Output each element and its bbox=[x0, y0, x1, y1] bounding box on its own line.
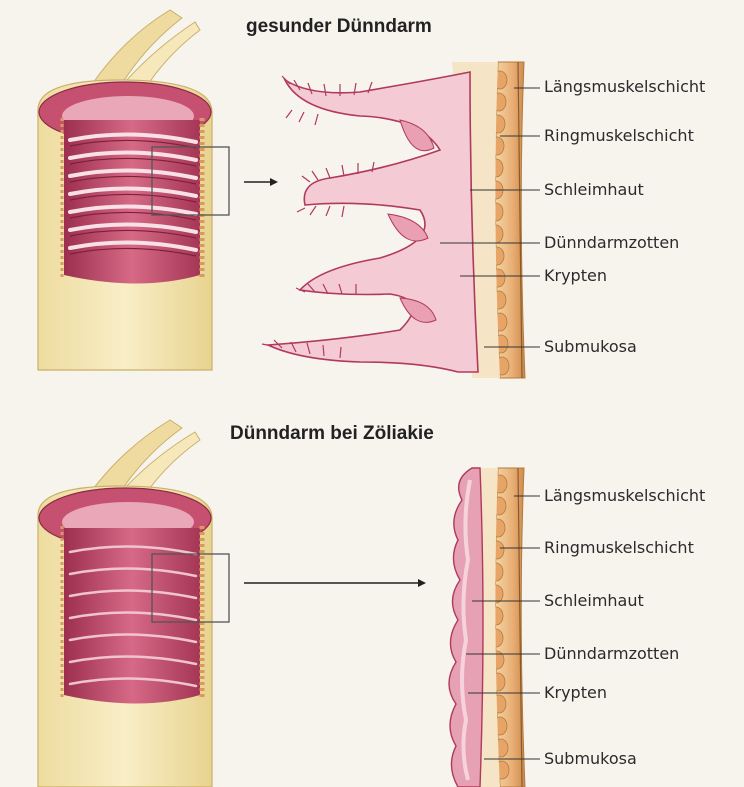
label-submukosa-celiac: Submukosa bbox=[544, 749, 637, 768]
celiac-wall-section bbox=[449, 468, 525, 787]
healthy-title: gesunder Dünndarm bbox=[246, 16, 432, 38]
label-zotten-healthy: Dünndarmzotten bbox=[544, 233, 679, 252]
label-laengsmuskel-celiac: Längsmuskelschicht bbox=[544, 486, 705, 505]
label-schleimhaut-celiac: Schleimhaut bbox=[544, 591, 644, 610]
label-ringmuskel-healthy: Ringmuskelschicht bbox=[544, 126, 694, 145]
celiac-intestine-tube bbox=[38, 420, 229, 787]
label-schleimhaut-healthy: Schleimhaut bbox=[544, 180, 644, 199]
healthy-intestine-tube bbox=[38, 10, 229, 370]
label-krypten-healthy: Krypten bbox=[544, 266, 607, 285]
label-laengsmuskel-healthy: Längsmuskelschicht bbox=[544, 77, 705, 96]
label-submukosa-healthy: Submukosa bbox=[544, 337, 637, 356]
zoom-arrow-celiac bbox=[244, 579, 426, 587]
zoom-arrow-healthy bbox=[244, 178, 278, 186]
label-krypten-celiac: Krypten bbox=[544, 683, 607, 702]
label-zotten-celiac: Dünndarmzotten bbox=[544, 644, 679, 663]
celiac-title: Dünndarm bei Zöliakie bbox=[230, 423, 434, 445]
label-ringmuskel-celiac: Ringmuskelschicht bbox=[544, 538, 694, 557]
healthy-wall-section bbox=[262, 62, 525, 378]
